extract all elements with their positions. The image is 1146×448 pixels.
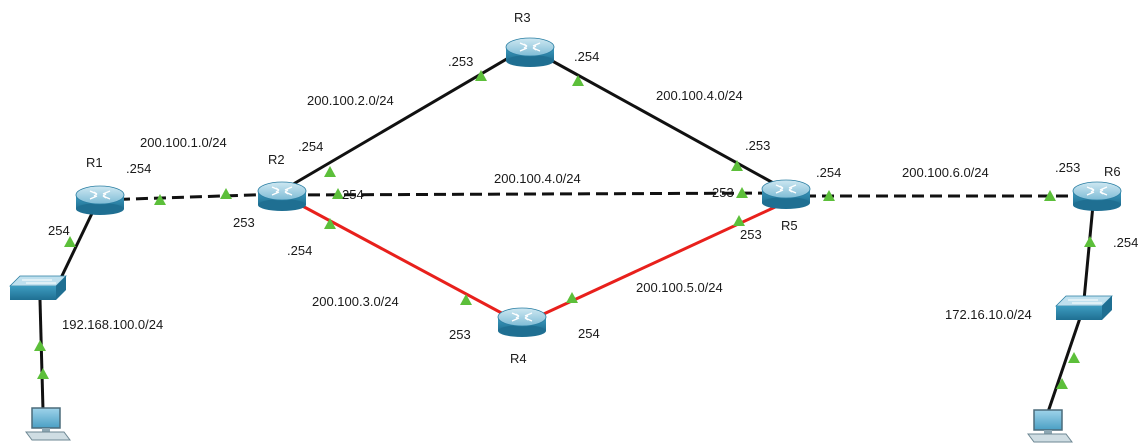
pc-left-icon[interactable] [25,407,71,441]
network-label: 200.100.1.0/24 [140,135,227,150]
network-label: 200.100.3.0/24 [312,294,399,309]
interface-label: 254 [578,326,600,341]
interface-label: 254 [342,187,364,202]
router-r3-icon[interactable] [505,37,555,68]
device-name-r6: R6 [1104,164,1121,179]
router-r4-icon[interactable] [497,307,547,338]
port-up-indicator [37,368,49,379]
interface-label: .253 [1055,160,1081,175]
router-r5-icon[interactable] [761,179,811,210]
router-r1-icon[interactable] [75,185,125,216]
links [38,48,1097,413]
network-label: 172.16.10.0/24 [945,307,1032,322]
port-up-indicator [220,188,232,199]
interface-label: .254 [287,243,313,258]
network-label: 200.100.4.0/24 [494,171,581,186]
network-label: 200.100.2.0/24 [307,93,394,108]
switch-right-icon[interactable] [1055,295,1113,321]
link-r1-r2[interactable] [99,192,283,202]
interface-label: 253 [449,327,471,342]
pc-right-icon[interactable] [1027,409,1073,443]
interface-label: 253 [233,215,255,230]
network-label: 192.168.100.0/24 [62,317,164,332]
link-r2-r5[interactable] [289,191,787,197]
device-name-r4: R4 [510,351,527,366]
router-r6-icon[interactable] [1072,181,1122,212]
interface-label: .254 [126,161,152,176]
link-r6-switch-right[interactable] [1082,204,1095,301]
link-r4-r5[interactable] [521,200,787,326]
port-up-indicator [34,340,46,351]
interface-label: .253 [448,54,474,69]
network-label: 200.100.5.0/24 [636,280,723,295]
port-up-indicator [1068,352,1080,363]
switch-left-icon[interactable] [9,275,67,301]
port-up-indicator [1084,236,1096,247]
device-name-r1: R1 [86,155,103,170]
link-r2-r4[interactable] [294,200,523,326]
network-label: 200.100.4.0/24 [656,88,743,103]
interface-label: .254 [298,139,324,154]
interface-label: 254 [48,223,70,238]
interface-label: 253 [712,185,734,200]
interface-label: .254 [574,49,600,64]
interface-label: .253 [745,138,771,153]
link-r2-r3[interactable] [289,48,523,188]
interface-label: 253 [740,227,762,242]
link-r1-switch-left[interactable] [58,204,98,281]
port-up-indicator [324,166,336,177]
interface-label: .254 [1113,235,1139,250]
link-r3-r5[interactable] [535,50,787,192]
link-switch-pc-left[interactable] [38,299,45,411]
port-indicators [34,70,1096,389]
device-name-r2: R2 [268,152,285,167]
interface-label: .254 [816,165,842,180]
link-switch-pc-right[interactable] [1046,317,1082,413]
network-label: 200.100.6.0/24 [902,165,989,180]
device-name-r5: R5 [781,218,798,233]
router-r2-icon[interactable] [257,181,307,212]
device-name-r3: R3 [514,10,531,25]
